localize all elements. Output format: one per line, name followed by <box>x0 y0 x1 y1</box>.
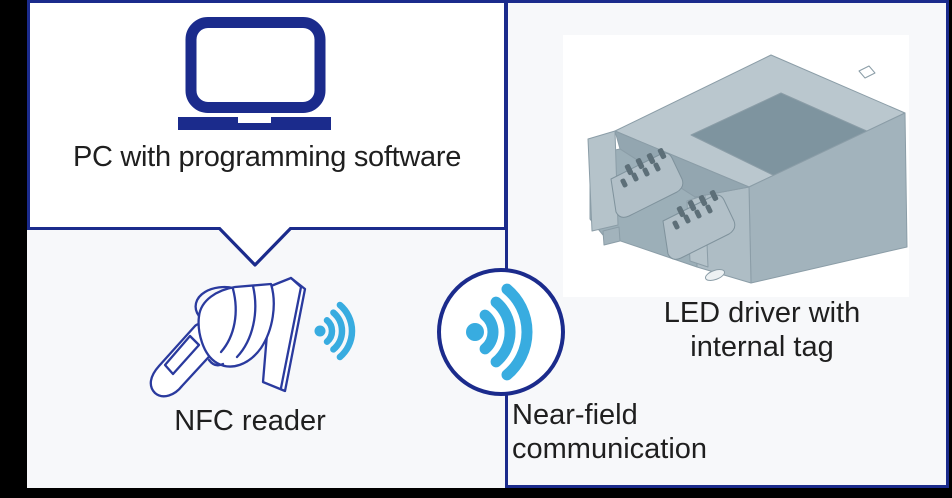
led-driver-illustration <box>587 54 908 284</box>
driver-imagebox <box>563 35 909 297</box>
near-field-line1: Near-field <box>512 399 638 431</box>
pc-label: PC with programming software <box>72 141 462 173</box>
callout-tail <box>217 226 293 267</box>
nfc-waves-small-icon <box>314 301 356 361</box>
driver-label-line1: LED driver with <box>663 297 861 329</box>
nfc-waves-circle-icon <box>437 268 565 396</box>
laptop-icon <box>178 17 331 130</box>
nfc-reader-label: NFC reader <box>174 405 326 437</box>
near-field-line2: communication <box>512 433 708 465</box>
driver-panel <box>505 0 949 488</box>
driver-label-line2: internal tag <box>690 331 834 363</box>
near-field-label: Near-field communication <box>512 398 772 466</box>
nfc-reader-icon <box>149 276 307 398</box>
nfc-waves-large-icon <box>466 283 533 381</box>
driver-label: LED driver with internal tag <box>587 296 937 364</box>
